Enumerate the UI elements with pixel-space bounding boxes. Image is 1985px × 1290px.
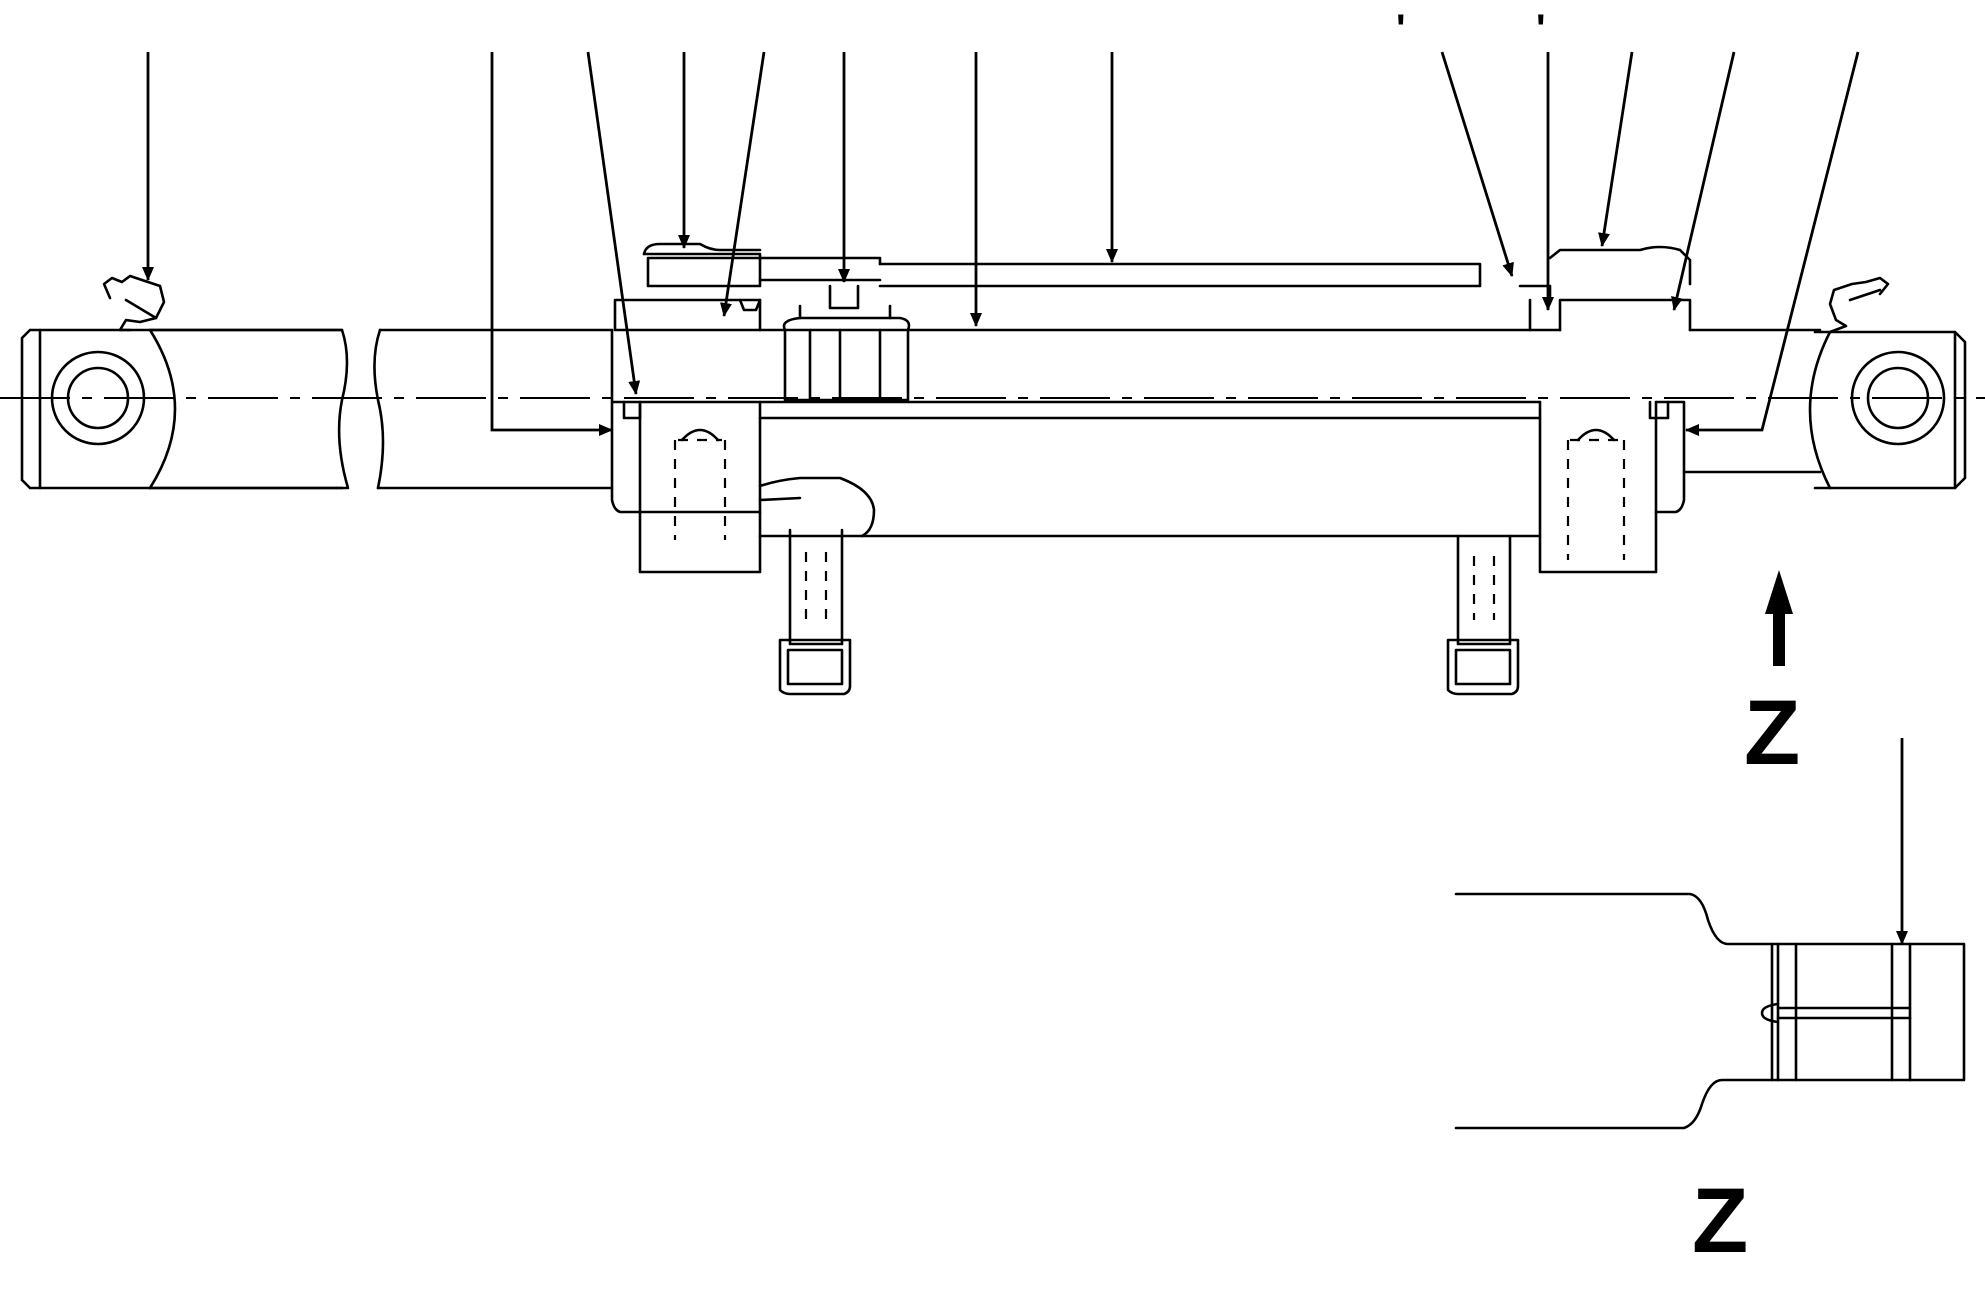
piston-rod-right: [1682, 328, 1822, 474]
piston-block: [782, 284, 911, 402]
right-gland-cap: [1548, 245, 1692, 286]
left-gland-cap: [642, 242, 762, 256]
right-rod-eye: [1808, 330, 1967, 490]
view-label-detail: Z: [1692, 1170, 1748, 1272]
left-clamp-housing: [610, 252, 762, 574]
detail-view-z: [1454, 738, 1966, 1130]
left-rod-eye: [20, 328, 344, 490]
mounting-bracket-left: [758, 476, 876, 538]
port-fitting-left: [778, 528, 852, 696]
tick-mark-right: ': [1536, 7, 1546, 51]
right-clamp-housing: [1518, 284, 1692, 574]
right-grease-nipple: [1828, 276, 1890, 334]
view-label-top: Z: [1744, 682, 1800, 784]
leader-lines: [142, 51, 1860, 436]
port-fitting-right: [1446, 534, 1520, 696]
cylinder-barrel: [758, 256, 1562, 538]
view-direction-arrow: [1765, 570, 1793, 666]
piston-rod-left: [148, 328, 614, 490]
tick-mark-left: ': [1396, 7, 1406, 51]
left-grease-nipple: [102, 274, 166, 332]
